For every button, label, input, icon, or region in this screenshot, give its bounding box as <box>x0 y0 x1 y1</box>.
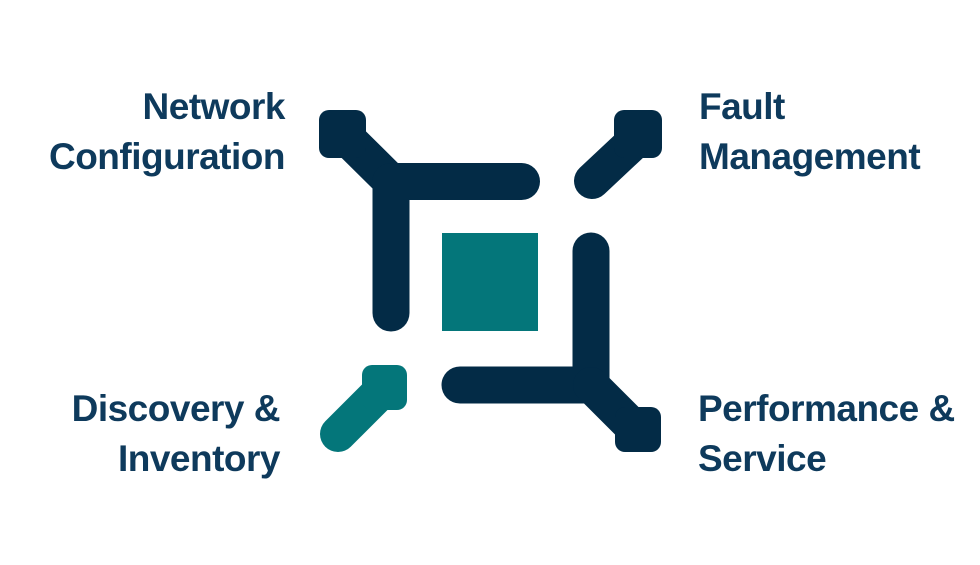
top-left-corner-bracket <box>372 163 540 332</box>
label-network-configuration: Network Configuration <box>48 86 286 177</box>
label-performance-service: Performance & Service <box>698 388 955 479</box>
teal-node-group <box>320 233 538 452</box>
performance-service-node-square <box>615 407 661 452</box>
label-discovery-inventory: Discovery & Inventory <box>71 388 281 479</box>
label-fault-management: Fault Management <box>699 86 921 177</box>
network-configuration-node-square <box>319 110 366 158</box>
discovery-inventory-node-square <box>362 365 407 410</box>
navy-node-group <box>319 110 662 452</box>
fault-management-node-square <box>614 110 662 158</box>
center-square <box>442 233 538 331</box>
